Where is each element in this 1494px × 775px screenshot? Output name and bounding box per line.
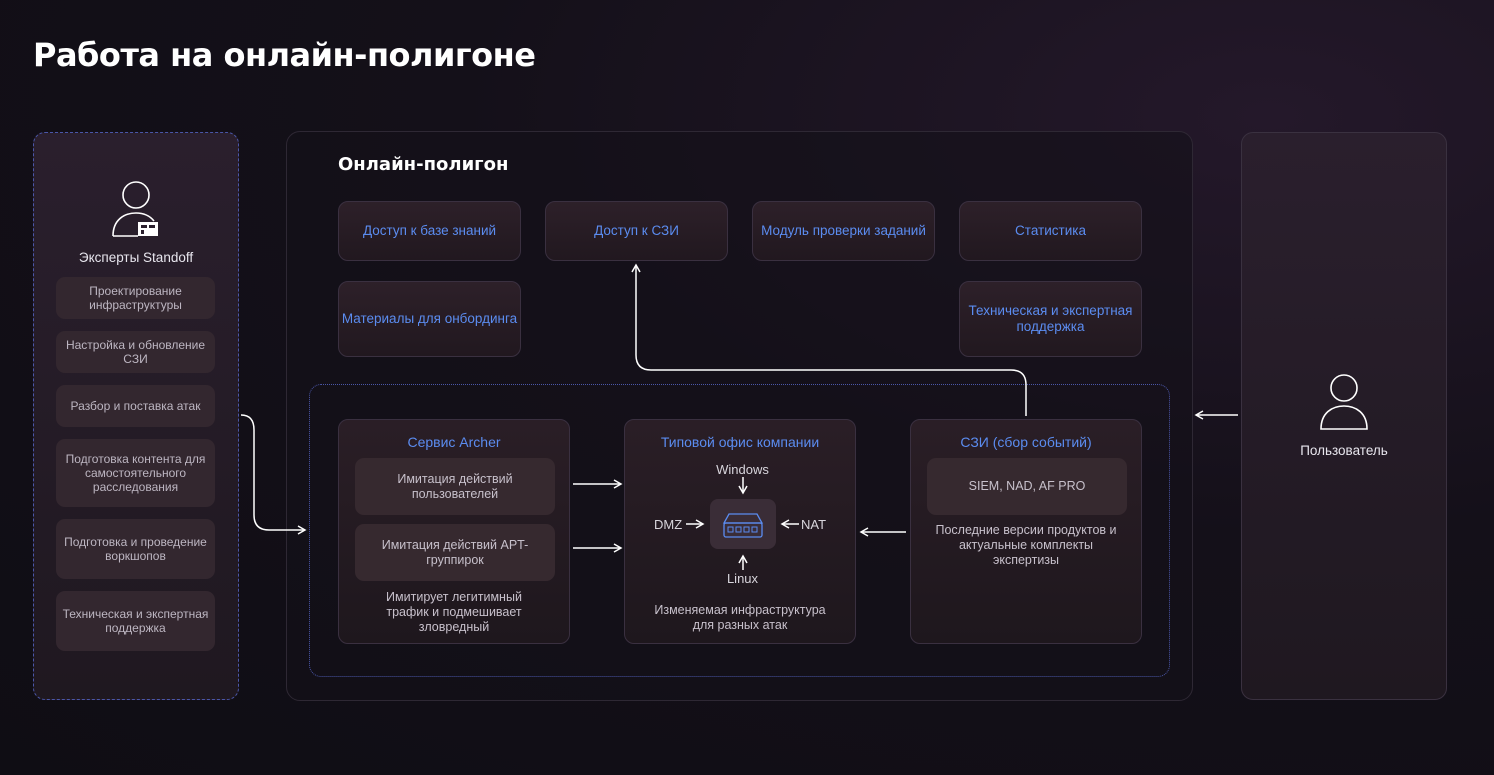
user-label: Пользователь [1300,443,1388,458]
user-panel [1241,132,1447,700]
windows-label: Windows [716,462,769,477]
infrastructure-area [309,384,1170,677]
card-onboarding: Материалы для онбординга [338,281,521,357]
szi-title: СЗИ (сбор событий) [960,434,1092,450]
card-statistics: Статистика [959,201,1142,261]
linux-label: Linux [726,571,759,586]
szi-note: Последние версии продуктов и актуальные … [935,523,1117,567]
polygon-title: Онлайн-полигон [338,154,509,175]
szi-products: SIEM, NAD, AF PRO [927,458,1127,515]
szi-block: СЗИ (сбор событий) SIEM, NAD, AF PRO Пос… [910,419,1142,644]
arrow-experts-to-infra [240,414,307,535]
left-item-infrastructure: Проектирование инфраструктуры [56,277,215,319]
left-item-workshops: Подготовка и проведение воркшопов [56,519,215,579]
office-title: Типовой офис компании [660,434,820,450]
experts-label: Эксперты Standoff [78,250,194,265]
expert-icon [110,180,162,238]
archer-item-users: Имитация действий пользователей [355,458,555,515]
page-title: Работа на онлайн-полигоне [33,36,536,74]
card-support: Техническая и экспертная поддержка [959,281,1142,357]
card-szi-access: Доступ к СЗИ [545,201,728,261]
nat-label: NAT [801,517,827,532]
archer-block: Сервис Archer Имитация действий пользова… [338,419,570,644]
archer-title: Сервис Archer [407,434,501,450]
dmz-label: DMZ [654,517,683,532]
left-item-content: Подготовка контента для самостоятельного… [56,439,215,507]
user-icon [1320,373,1368,431]
left-item-attacks: Разбор и поставка атак [56,385,215,427]
archer-item-apt: Имитация действий APT-группирок [355,524,555,581]
left-item-szi-setup: Настройка и обновление СЗИ [56,331,215,373]
archer-note: Имитирует легитимный трафик и подмешивае… [386,590,522,634]
left-item-support: Техническая и экспертная поддержка [56,591,215,651]
card-knowledge-base: Доступ к базе знаний [338,201,521,261]
router-icon [710,499,776,549]
card-task-check: Модуль проверки заданий [752,201,935,261]
arrow-szi-to-access [631,263,1027,416]
office-note: Изменяемая инфраструктура для разных ата… [654,603,826,632]
